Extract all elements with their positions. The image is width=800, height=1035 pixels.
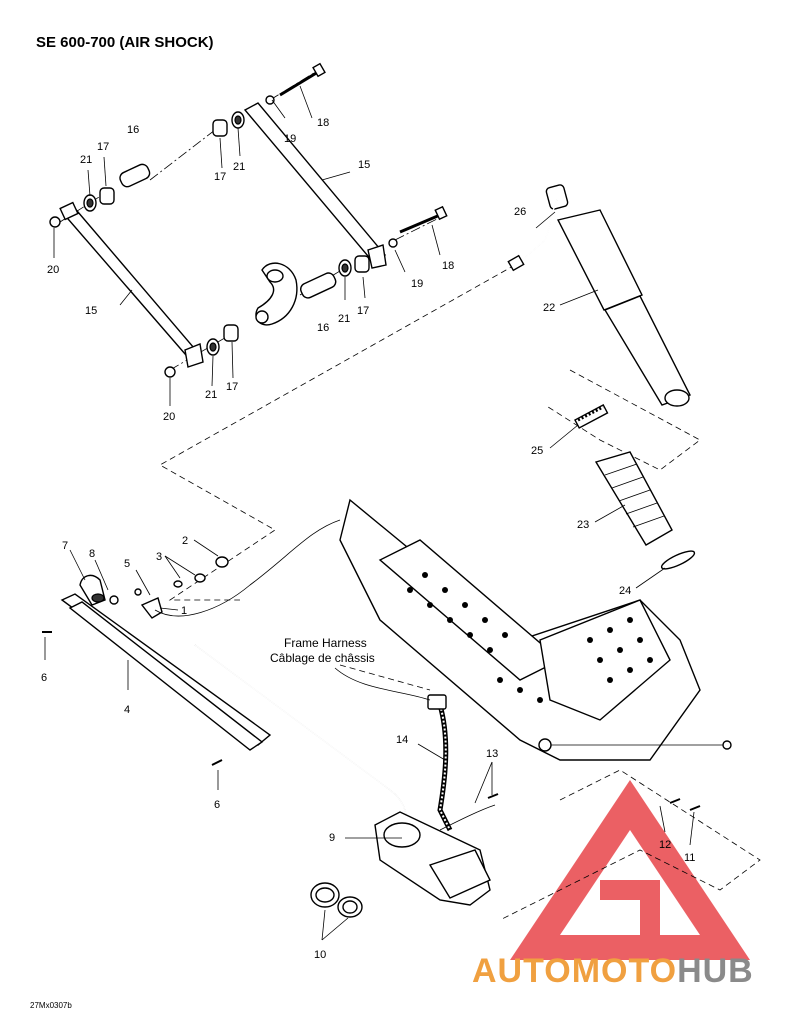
valve-core: [574, 404, 609, 429]
harness-arrow: [334, 667, 431, 701]
callout-21a: 21: [80, 154, 92, 166]
callout-25: 25: [531, 445, 543, 457]
watermark-logo-icon: [510, 780, 750, 960]
elbow-fitting: [134, 588, 163, 619]
callout-numbers: 1 2 3 4 5 6 6 7 8 9 10 11 12 13 14 15 15…: [41, 117, 695, 961]
callout-3: 3: [156, 551, 162, 563]
watermark-text-part2: HUB: [677, 952, 754, 990]
bushings: [49, 95, 398, 378]
callout-11: 11: [684, 852, 695, 864]
callout-18a: 18: [317, 117, 329, 129]
watermark-text: AUTOMOTOHUB: [472, 952, 754, 991]
callout-24: 24: [619, 585, 631, 597]
callout-20b: 20: [163, 411, 175, 423]
callout-13: 13: [486, 748, 498, 760]
callout-17a: 17: [97, 141, 109, 153]
shock-washer: [660, 550, 696, 570]
bracket-7-8: [79, 574, 119, 606]
diagram-code: 27Mx0307b: [30, 1001, 72, 1010]
callout-7: 7: [62, 540, 68, 552]
frame-harness-label: Frame Harness: [284, 636, 367, 650]
long-bolts: [279, 62, 448, 234]
rail-guide: [60, 593, 272, 751]
linkage-arm-right: [243, 102, 387, 269]
callout-16b: 16: [317, 322, 329, 334]
callout-22: 22: [543, 302, 555, 314]
callout-17c: 17: [357, 305, 369, 317]
air-compressor: [374, 811, 491, 906]
callout-1: 1: [181, 605, 187, 617]
callout-19a: 19: [284, 133, 296, 145]
callout-19b: 19: [411, 278, 423, 290]
fittings-2-3: [173, 556, 229, 588]
guide-lines: [59, 67, 761, 921]
hose-clamps: [310, 882, 363, 918]
callout-12: 12: [659, 839, 671, 851]
page-title: SE 600-700 (AIR SHOCK): [36, 34, 214, 51]
callout-21c: 21: [338, 313, 350, 325]
callout-9: 9: [329, 832, 335, 844]
frame-harness-label-fr: Câblage de châssis: [270, 651, 375, 665]
callout-15b: 15: [85, 305, 97, 317]
callout-5: 5: [124, 558, 130, 570]
dust-boot: [594, 451, 673, 546]
callout-4: 4: [124, 704, 130, 716]
callout-17b: 17: [214, 171, 226, 183]
callout-14: 14: [396, 734, 408, 746]
callout-17d: 17: [226, 381, 238, 393]
watermark-text-part1: AUTOMOTO: [472, 952, 678, 990]
callout-6b: 6: [214, 799, 220, 811]
small-screws: [42, 631, 701, 811]
callout-2: 2: [182, 535, 188, 547]
linkage-arm-left: [59, 201, 204, 368]
callout-21b: 21: [233, 161, 245, 173]
wiring-harness: [427, 694, 496, 832]
callout-21d: 21: [205, 389, 217, 401]
callout-leaders: [44, 85, 695, 941]
chassis-frame: [339, 498, 732, 761]
callout-10: 10: [314, 949, 326, 961]
callout-23: 23: [577, 519, 589, 531]
callout-16a: 16: [127, 124, 139, 136]
rocker-cam: [255, 262, 298, 326]
callout-20a: 20: [47, 264, 59, 276]
callout-6a: 6: [41, 672, 47, 684]
callout-18b: 18: [442, 260, 454, 272]
callout-15a: 15: [358, 159, 370, 171]
air-shock: [507, 184, 691, 407]
callout-26: 26: [514, 206, 526, 218]
callout-8: 8: [89, 548, 95, 560]
